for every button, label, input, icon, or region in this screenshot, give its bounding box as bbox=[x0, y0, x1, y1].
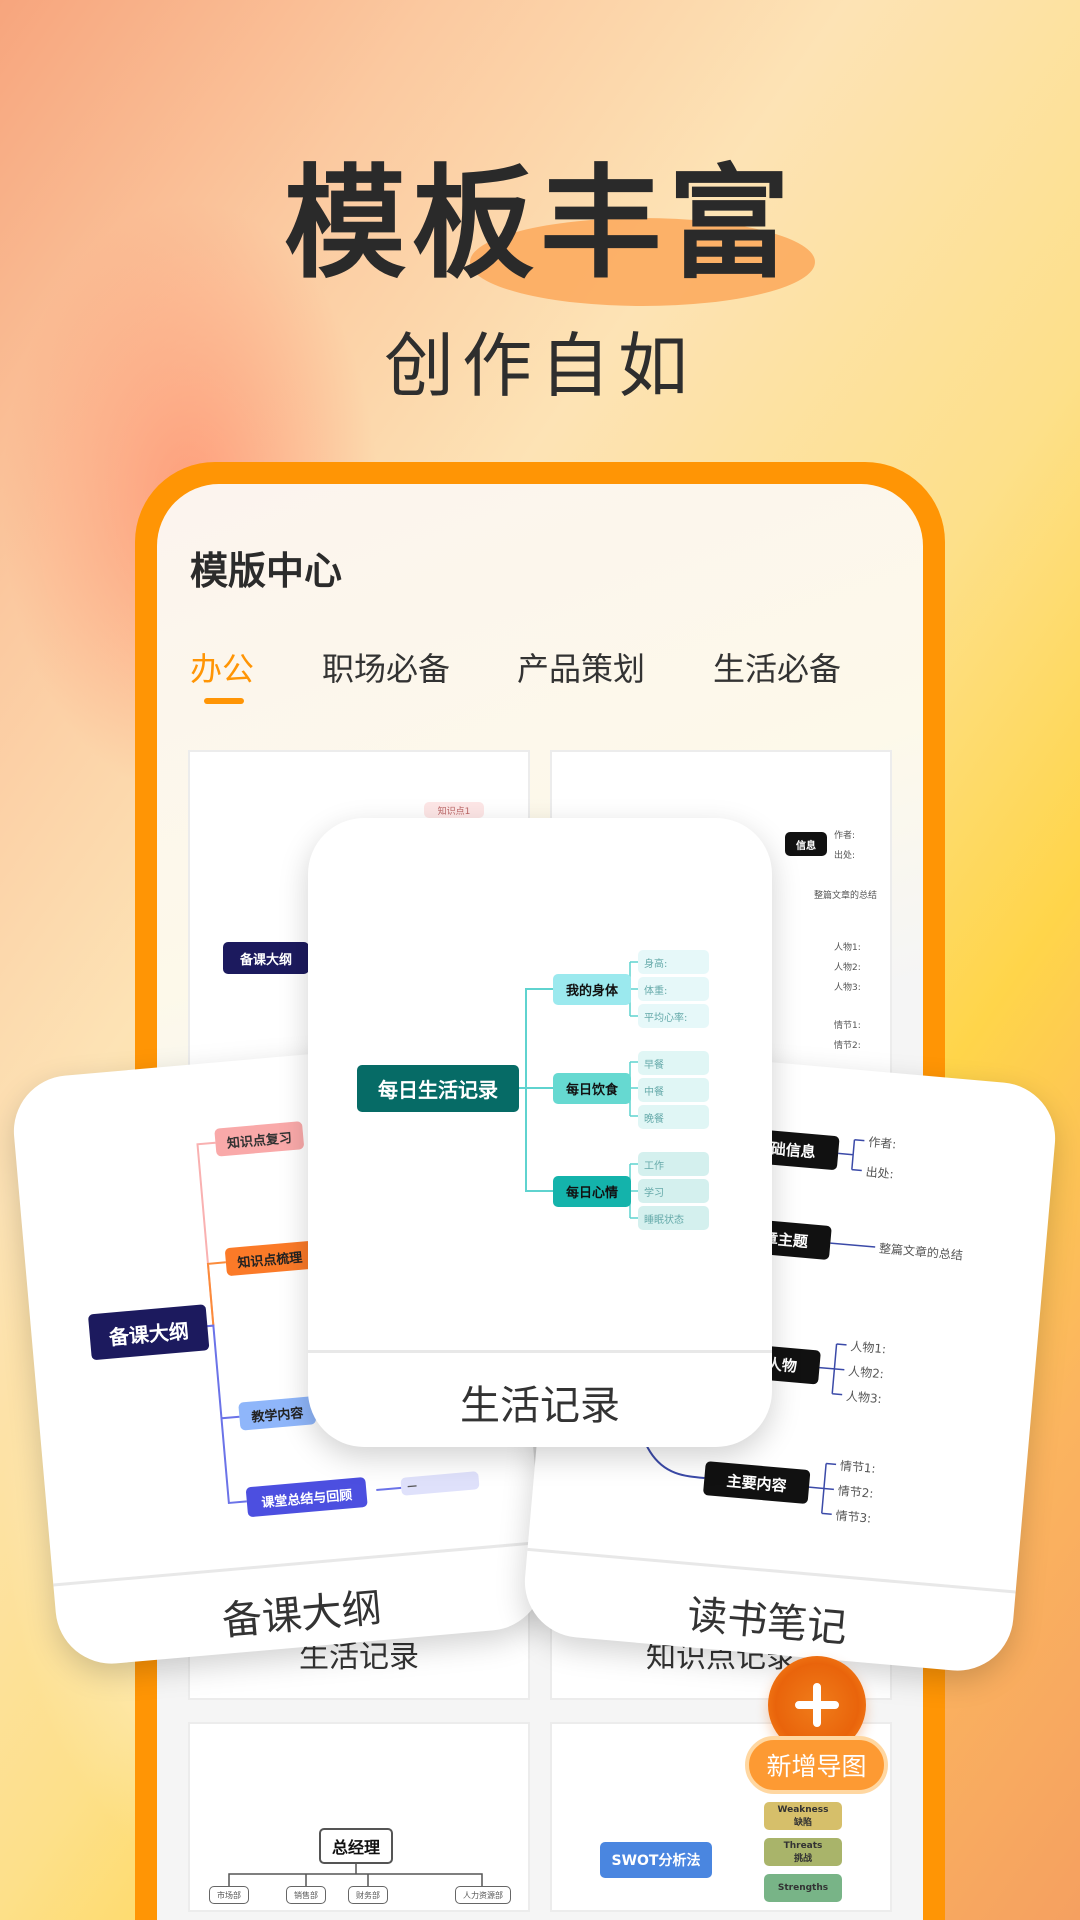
title-highlight bbox=[470, 218, 815, 306]
plus-icon bbox=[795, 1683, 839, 1727]
tab-product[interactable]: 产品策划 bbox=[517, 650, 646, 688]
mindmap-node: 每日心情 bbox=[553, 1176, 631, 1207]
template-label: 生活记录 bbox=[460, 1383, 620, 1429]
featured-card-life-record[interactable]: 每日生活记录 我的身体 每日饮食 每日心情 身高: 体重: 平均心率: 早餐中餐晚餐工… bbox=[308, 818, 772, 1447]
mindmap-root: SWOT分析法 bbox=[600, 1842, 712, 1878]
mindmap-leaf: 出处: bbox=[865, 1164, 895, 1182]
org-connectors bbox=[228, 1864, 483, 1886]
mindmap-node: Strengths bbox=[764, 1874, 842, 1902]
add-mindmap-label-button[interactable]: 新增导图 bbox=[745, 1736, 888, 1794]
node-text: 挑战 bbox=[793, 1853, 812, 1864]
mindmap-leaf: 销售部 bbox=[286, 1886, 326, 1904]
mindmap-node: 我的身体 bbox=[553, 974, 631, 1005]
mindmap-root: 总经理 bbox=[319, 1828, 393, 1864]
tab-life[interactable]: 生活必备 bbox=[713, 650, 842, 688]
mindmap-node: Weakness 缺陷 bbox=[764, 1802, 842, 1830]
mindmap-leaf: 知识点1 bbox=[424, 802, 484, 818]
mindmap-leaf: 人物1: bbox=[849, 1339, 887, 1357]
mindmap-leaf: 情节1: bbox=[834, 1021, 861, 1031]
mindmap-leaf: 人物2: bbox=[847, 1364, 885, 1382]
mindmap-leaf: 财务部 bbox=[348, 1886, 388, 1904]
template-card[interactable]: 总经理 市场部 销售部 财务部 人力资源部 bbox=[188, 1722, 530, 1912]
featured-card-lesson-outline[interactable]: 备课大纲 知识点复习 知识点梳理 教学内容 课堂总结与回顾 — 备课大纲 bbox=[9, 1037, 549, 1669]
divider bbox=[308, 1350, 772, 1353]
node-text: Threats bbox=[783, 1840, 823, 1851]
mindmap-leaf: 人物3: bbox=[834, 983, 861, 993]
mindmap-leaf: 体重: bbox=[638, 977, 709, 1001]
mindmap-root: 备课大纲 bbox=[223, 942, 309, 974]
active-tab-indicator bbox=[204, 698, 244, 704]
mindmap-leaf: 人力资源部 bbox=[455, 1886, 511, 1904]
mindmap-leaf: 作者: bbox=[834, 831, 856, 841]
mindmap-leaf: 早餐 bbox=[638, 1051, 709, 1075]
page-title: 模版中心 bbox=[190, 549, 343, 593]
mindmap-connectors bbox=[519, 961, 638, 1219]
node-text: 缺陷 bbox=[793, 1817, 812, 1828]
mindmap-root: 每日生活记录 bbox=[357, 1065, 519, 1112]
mindmap-leaf: 情节2: bbox=[834, 1041, 861, 1051]
mindmap-leaf: 平均心率: bbox=[638, 1004, 709, 1028]
mindmap-leaf: 人物3: bbox=[845, 1389, 883, 1407]
hero-subtitle: 创作自如 bbox=[384, 325, 696, 407]
mindmap-leaf: 作者: bbox=[867, 1135, 897, 1152]
mindmap-node: 每日饮食 bbox=[553, 1073, 631, 1104]
mindmap-leaf: 情节3: bbox=[835, 1508, 872, 1526]
hero-title: 模板丰富 bbox=[284, 153, 796, 295]
mindmap-leaf: 晚餐 bbox=[638, 1105, 709, 1129]
mindmap-leaf: 出处: bbox=[834, 851, 856, 861]
mindmap-leaf: 中餐 bbox=[638, 1078, 709, 1102]
template-label: 生活记录 bbox=[299, 1640, 419, 1675]
node-text: Weakness bbox=[777, 1804, 829, 1815]
mindmap-leaf: 市场部 bbox=[209, 1886, 249, 1904]
mindmap-leaf: 情节1: bbox=[839, 1458, 877, 1476]
tab-office[interactable]: 办公 bbox=[190, 650, 255, 688]
mindmap-node: Threats 挑战 bbox=[764, 1838, 842, 1866]
mindmap-leaf: 情节2: bbox=[837, 1483, 874, 1501]
mindmap-connectors bbox=[196, 1141, 402, 1505]
tab-workplace[interactable]: 职场必备 bbox=[322, 650, 451, 688]
mindmap-leaf: 人物2: bbox=[834, 963, 861, 973]
mindmap-node: 信息 bbox=[785, 832, 827, 856]
mindmap-leaf: 身高: bbox=[638, 950, 709, 974]
mindmap-leaf: 睡眠状态 bbox=[638, 1206, 709, 1230]
mindmap-leaf: 整篇文章的总结 bbox=[814, 891, 878, 901]
mindmap-leaf: 工作 bbox=[638, 1152, 709, 1176]
mindmap-leaf: 学习 bbox=[638, 1179, 709, 1203]
mindmap-leaf: 人物1: bbox=[834, 943, 861, 953]
